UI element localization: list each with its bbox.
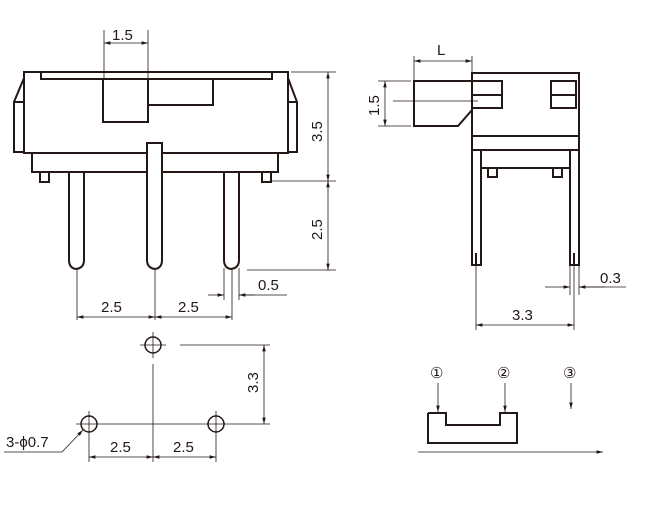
dim-pin-span: 3.3 bbox=[512, 307, 533, 324]
schematic: ① ② ③ bbox=[418, 365, 603, 454]
dim-pin-thickness: 0.3 bbox=[600, 270, 621, 287]
dim-actuator-height: 1.5 bbox=[366, 95, 383, 116]
dim-actuator-length: L bbox=[437, 42, 445, 59]
dim-pitch-left: 2.5 bbox=[101, 299, 122, 316]
dim-pin-width: 0.5 bbox=[258, 277, 279, 294]
dim-slider-width: 1.5 bbox=[112, 27, 133, 44]
front-view: 1.5 3.5 2.5 2.5 2.5 0.5 bbox=[13, 27, 336, 320]
pin-1-label: ① bbox=[430, 365, 443, 382]
hole-callout: 3-ϕ0.7 bbox=[6, 434, 49, 451]
dim-body-height: 3.5 bbox=[309, 121, 326, 142]
dim-pitch-right: 2.5 bbox=[178, 299, 199, 316]
dim-row-offset: 3.3 bbox=[245, 372, 262, 393]
pin-2-label: ② bbox=[497, 365, 510, 382]
pin-3-label: ③ bbox=[563, 365, 576, 382]
side-view: L 1.5 0.3 3.3 bbox=[366, 42, 626, 330]
pcb-layout: 3.3 2.5 2.5 3-ϕ0.7 bbox=[4, 332, 270, 462]
dim-pcb-pitch-left: 2.5 bbox=[110, 439, 131, 456]
dim-pcb-pitch-right: 2.5 bbox=[173, 439, 194, 456]
dim-pin-length: 2.5 bbox=[309, 219, 326, 240]
slider-contact bbox=[427, 412, 518, 444]
